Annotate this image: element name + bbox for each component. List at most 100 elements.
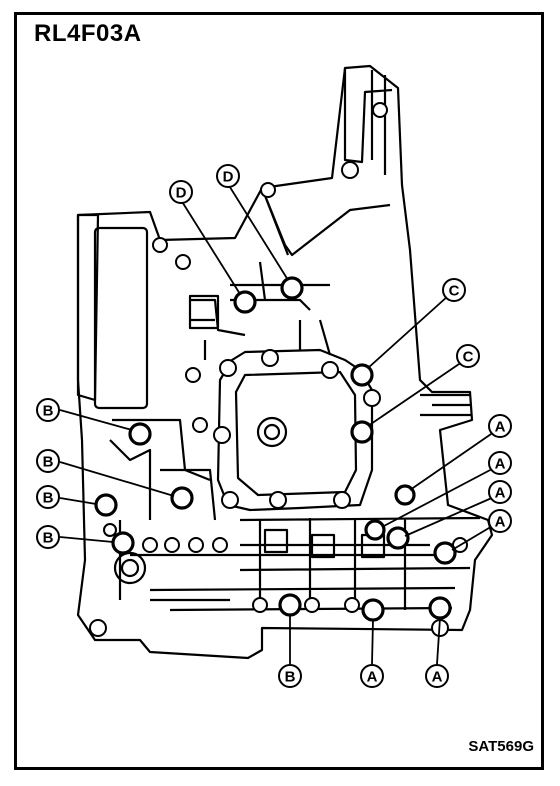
body-bolt-hole — [142, 537, 158, 553]
figure-code: SAT569G — [468, 738, 534, 755]
valve-port-3 — [263, 528, 289, 554]
solenoid-block — [188, 294, 220, 330]
right-pipe — [420, 393, 472, 417]
center-cover — [216, 348, 374, 512]
callout-label: B — [43, 490, 54, 507]
body-bolt-hole — [304, 597, 320, 613]
callout-circle — [425, 664, 449, 688]
lower-channels — [130, 516, 481, 612]
body-bolt-hole — [164, 537, 180, 553]
bolt-d1 — [233, 290, 257, 314]
cover-bolt-hole — [321, 361, 339, 379]
valve-port-1 — [310, 533, 336, 559]
callout-label: D — [176, 185, 187, 202]
leader-b4 — [59, 536, 114, 543]
callout-d: D — [216, 164, 240, 188]
leader-c1 — [367, 295, 449, 369]
leader-a3 — [404, 496, 495, 537]
bolt-b1 — [128, 422, 152, 446]
callout-label: B — [43, 454, 54, 471]
body-bolt-hole — [252, 597, 268, 613]
body-bolt-hole — [372, 102, 388, 118]
upper-passages — [190, 298, 332, 360]
body-bolt-hole — [192, 417, 208, 433]
callout-circle — [36, 449, 60, 473]
callout-circle — [442, 278, 466, 302]
bolt-d2 — [280, 276, 304, 300]
cover-bolt-hole — [219, 359, 237, 377]
leader-d2 — [227, 183, 289, 281]
callout-a: A — [488, 414, 512, 438]
leader-b3 — [59, 497, 97, 505]
callout-b: B — [36, 398, 60, 422]
body-bolt-hole — [344, 597, 360, 613]
callout-label: D — [223, 169, 234, 186]
body-bolt-hole — [152, 237, 168, 253]
leader-a5 — [371, 619, 374, 665]
callout-circle — [36, 398, 60, 422]
callout-a: A — [488, 451, 512, 475]
callout-label: A — [432, 669, 443, 686]
leader-b2 — [59, 461, 175, 497]
cover-bolt-hole — [213, 426, 231, 444]
cover-bolt-hole — [363, 389, 381, 407]
callout-circle — [456, 344, 480, 368]
bolt-b5 — [278, 593, 302, 617]
left-bore-inner — [120, 558, 140, 578]
model-title: RL4F03A — [34, 20, 142, 47]
bolt-c1 — [350, 363, 374, 387]
bolt-b3 — [94, 493, 118, 517]
callout-circle — [488, 451, 512, 475]
bolt-a1 — [394, 484, 416, 506]
callout-a: A — [488, 480, 512, 504]
callout-label: A — [367, 669, 378, 686]
leader-d1 — [180, 199, 241, 295]
leader-a6 — [436, 617, 441, 665]
center-boss-inner — [263, 423, 281, 441]
callout-circle — [488, 509, 512, 533]
leader-b1 — [59, 409, 133, 431]
callout-label: B — [43, 530, 54, 547]
callout-c: C — [456, 344, 480, 368]
bolt-a3 — [386, 526, 410, 550]
upper-tower — [343, 68, 393, 175]
callout-a: A — [488, 509, 512, 533]
valve-body-outline — [76, 64, 494, 660]
bolt-a2 — [364, 519, 386, 541]
callout-a: A — [360, 664, 384, 688]
callout-circle — [278, 664, 302, 688]
callout-b: B — [278, 664, 302, 688]
callout-circle — [169, 180, 193, 204]
callout-label: C — [463, 349, 474, 366]
left-passages — [109, 418, 230, 602]
center-boss — [256, 416, 288, 448]
callout-circle — [360, 664, 384, 688]
callout-c: C — [442, 278, 466, 302]
body-bolt-hole — [212, 537, 228, 553]
callout-b: B — [36, 525, 60, 549]
callout-circle — [488, 480, 512, 504]
callout-label: B — [43, 403, 54, 420]
callout-label: B — [285, 669, 296, 686]
left-block — [93, 226, 149, 410]
bolt-a6 — [428, 596, 452, 620]
body-bolt-hole — [103, 523, 117, 537]
bolt-a5 — [361, 598, 385, 622]
body-bolt-hole — [175, 254, 191, 270]
body-bolt-hole — [260, 182, 276, 198]
cover-bolt-hole — [269, 491, 287, 509]
callout-label: C — [449, 283, 460, 300]
callout-a: A — [425, 664, 449, 688]
bolt-b2 — [170, 486, 194, 510]
body-bolt-hole — [341, 161, 359, 179]
upper-plate — [260, 187, 391, 257]
body-bolt-hole — [89, 619, 107, 637]
center-cover-inner — [234, 370, 358, 497]
callout-d: D — [169, 180, 193, 204]
callout-circle — [36, 525, 60, 549]
bolt-b4 — [111, 531, 135, 555]
callout-label: A — [495, 419, 506, 436]
callout-label: A — [495, 456, 506, 473]
left-bore — [113, 551, 147, 585]
